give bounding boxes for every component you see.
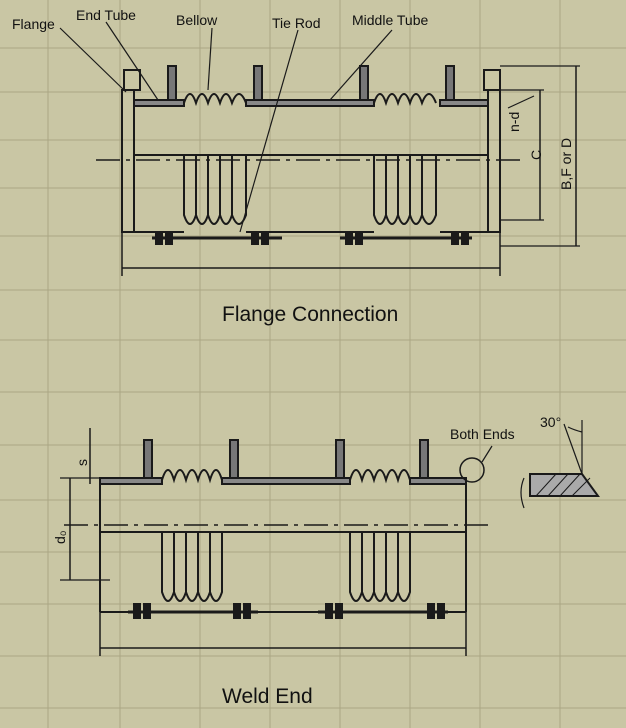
weld-bevel-detail: [529, 473, 600, 497]
weld-right-end-tube: [409, 477, 467, 485]
tie-rod-plate-3: [359, 65, 369, 101]
left-bellow-body: [183, 155, 247, 225]
label-middle-tube: Middle Tube: [352, 12, 429, 28]
right-flange: [487, 89, 501, 233]
middle-tube: [245, 99, 375, 107]
label-n-d: n-d: [506, 111, 522, 132]
label-tie-rod: Tie Rod: [272, 15, 321, 31]
weld-middle-tube: [221, 477, 351, 485]
label-bellow: Bellow: [176, 12, 218, 28]
right-bellow-top: [373, 93, 437, 107]
flange-connection-drawing: [59, 21, 580, 276]
tie-rod-nuts: [155, 231, 469, 245]
left-bellow-top: [183, 93, 247, 107]
weld-right-bellow-body: [349, 532, 411, 602]
left-flange-bolt: [123, 69, 141, 91]
weld-right-bellow-top: [349, 469, 411, 484]
title-flange-connection: Flange Connection: [222, 303, 399, 326]
leader-lines-top: [59, 21, 535, 233]
right-flange-bolt: [483, 69, 501, 91]
label-end-tube: End Tube: [76, 7, 136, 23]
label-d0: d₀: [52, 530, 68, 544]
right-end-tube: [439, 99, 489, 107]
tie-rod-plate-4: [445, 65, 455, 101]
tie-rod-plate-2: [253, 65, 263, 101]
label-angle: 30°: [540, 414, 562, 430]
left-flange: [121, 89, 135, 233]
label-bf-or-d: B,F or D: [558, 137, 574, 190]
tie-rod-plate-1: [167, 65, 177, 101]
right-bellow-body: [373, 155, 437, 225]
weld-end-drawing: [60, 420, 600, 656]
label-flange: Flange: [12, 16, 55, 32]
both-ends-callout: [459, 457, 485, 483]
label-c: C: [528, 149, 544, 160]
label-s: s: [74, 459, 90, 466]
weld-left-bellow-body: [161, 532, 223, 602]
label-both-ends: Both Ends: [450, 426, 515, 442]
title-weld-end: Weld End: [222, 685, 313, 708]
weld-bevel-hatch: [535, 473, 591, 497]
weld-left-bellow-top: [161, 469, 223, 484]
